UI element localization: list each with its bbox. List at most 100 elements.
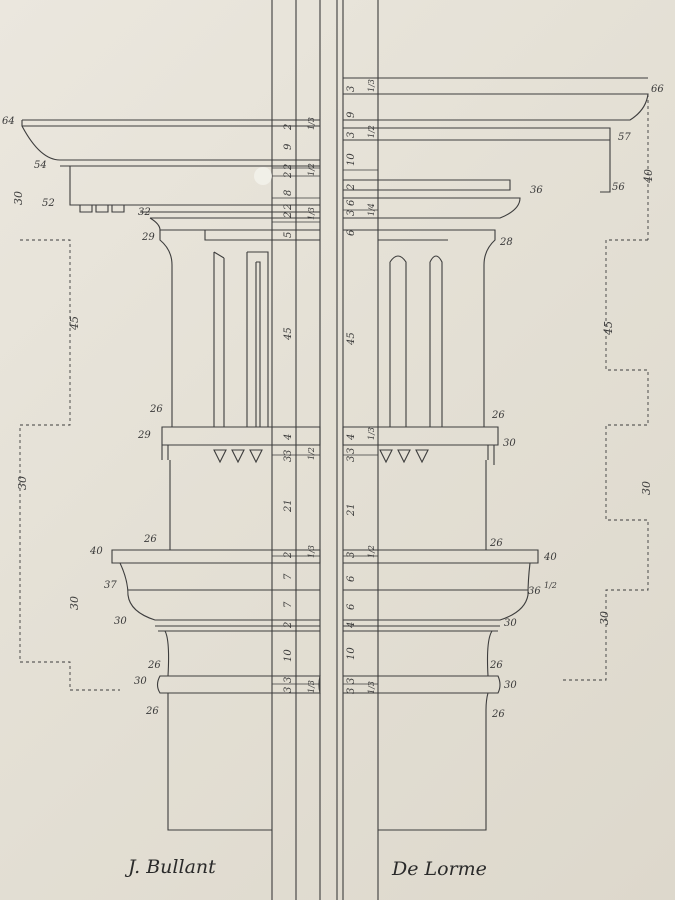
right-label: 40 [543,552,557,563]
svg-text:2: 2 [283,622,294,629]
height-label: 30 [12,191,25,205]
right-label: 26 [489,660,503,671]
fraction-labels: 1/3 1/2 1/3 1/2 1/3 1/3 1/3 1/2 1/4 1/3 … [307,79,376,694]
height-label: 30 [68,596,81,610]
right-cornice [343,77,649,193]
left-base [156,675,321,831]
right-label: 36 [528,586,541,597]
svg-text:1/3: 1/3 [307,207,316,220]
right-label: 36 [530,185,543,196]
svg-text:1/3: 1/3 [367,681,376,694]
left-label: 30 [134,676,147,687]
svg-text:2: 2 [283,204,294,211]
svg-text:7: 7 [283,601,294,608]
left-frieze [140,211,320,231]
svg-text:1/4: 1/4 [367,203,376,216]
right-label: 26 [489,538,503,549]
svg-text:1/3: 1/3 [307,680,316,693]
right-fillet [343,619,500,677]
svg-text:3: 3 [346,86,357,92]
height-label: 45 [602,321,615,336]
right-capital [343,229,496,427]
right-label: 30 [504,618,517,629]
svg-text:3: 3 [346,132,357,138]
svg-text:2: 2 [283,124,294,131]
svg-text:2: 2 [283,552,294,559]
svg-text:21: 21 [346,503,357,517]
svg-text:3: 3 [346,210,357,216]
left-echinus [111,549,321,621]
svg-text:1/3: 1/3 [367,427,376,440]
left-label: 29 [137,430,151,441]
left-flutes [213,251,269,428]
left-label: 26 [145,706,159,717]
caption-delorme: De Lorme [392,858,487,880]
right-label: 66 [651,84,664,95]
height-label: 40 [642,169,655,184]
right-label: 28 [499,237,513,248]
svg-text:10: 10 [346,153,357,166]
left-height-outline [19,239,120,691]
left-label: 54 [34,160,47,171]
left-label: 40 [89,546,103,557]
svg-text:3: 3 [346,552,357,558]
svg-text:4: 4 [346,434,357,441]
svg-text:2: 2 [283,164,294,171]
height-label: 30 [598,611,611,625]
svg-text:2: 2 [283,212,294,219]
right-astragal [342,426,499,465]
height-label: 30 [16,476,29,490]
svg-text:1/3: 1/3 [307,545,316,558]
svg-text:6: 6 [346,603,357,610]
svg-text:2: 2 [283,172,294,179]
left-label: 26 [149,404,163,415]
svg-text:4: 4 [283,434,294,441]
svg-text:3: 3 [346,678,357,684]
right-echinus [343,549,539,621]
left-label: 26 [147,660,161,671]
svg-text:9: 9 [283,143,294,150]
svg-text:6: 6 [346,575,357,582]
left-astragal [161,426,321,464]
svg-text:3: 3 [283,450,294,456]
right-flutes [389,255,443,427]
svg-text:1/3: 1/3 [367,79,376,92]
svg-text:3: 3 [283,677,294,683]
height-label: 45 [68,316,81,331]
left-label: 64 [2,116,15,127]
right-label: 57 [618,132,631,143]
left-label: 30 [114,616,127,627]
svg-text:7: 7 [283,573,294,580]
svg-text:3: 3 [346,448,357,454]
right-label: 56 [612,182,625,193]
svg-text:9: 9 [346,111,357,118]
height-label: 30 [640,481,653,495]
right-label: 26 [491,410,505,421]
right-label-fraction: 1/2 [544,581,557,590]
caption-bullant: J. Bullant [128,856,216,878]
svg-text:10: 10 [283,649,294,662]
svg-text:1/2: 1/2 [307,447,316,460]
svg-text:45: 45 [283,327,294,341]
svg-text:1/3: 1/3 [307,117,316,130]
left-label: 32 [138,207,151,218]
svg-text:1/2: 1/2 [307,163,316,176]
left-label: 52 [42,198,55,209]
svg-text:6: 6 [346,229,357,236]
left-fillet [155,619,320,677]
svg-text:8: 8 [283,190,294,196]
left-dentils [79,205,125,213]
svg-text:3: 3 [283,687,294,693]
left-label: 37 [104,580,117,591]
svg-text:10: 10 [346,647,357,660]
right-height-outline [560,239,649,681]
svg-text:1/2: 1/2 [367,545,376,558]
svg-text:21: 21 [283,499,294,513]
svg-text:1/2: 1/2 [367,125,376,138]
svg-text:3: 3 [346,456,357,462]
svg-text:5: 5 [283,232,294,238]
svg-text:6: 6 [346,199,357,206]
paper-blemish [254,167,272,185]
